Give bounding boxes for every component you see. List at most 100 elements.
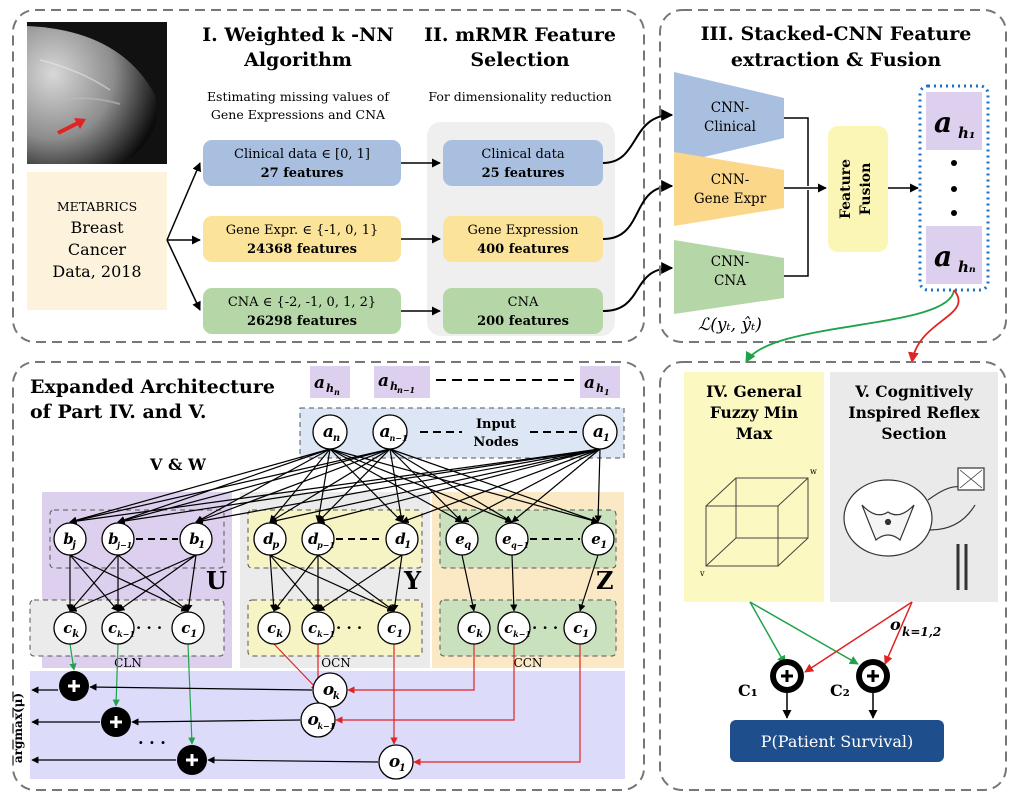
loss-label: ℒ(yₜ, ŷₜ) (698, 315, 762, 335)
cnn-gene-line2: Gene Expr (694, 191, 767, 207)
svg-text:1: 1 (582, 629, 589, 640)
selected-box-clinical-line2: 25 features (482, 166, 565, 181)
svg-text:q−1: q−1 (511, 540, 529, 550)
top-input-h1-subsub: 1 (604, 387, 610, 397)
knn-title-2: Algorithm (243, 49, 352, 71)
patient-survival-box: P(Patient Survival) (730, 720, 944, 762)
svg-text:j: j (70, 540, 76, 551)
cube-w-label: w (810, 467, 817, 476)
expanded-title-1: Expanded Architecture (30, 376, 275, 398)
input-box-gene-line2: 24368 features (247, 242, 357, 257)
dataset-line-4: Data, 2018 (52, 262, 141, 281)
top-input-hn: a h n (310, 366, 350, 398)
argmax-sum-node-2 (177, 745, 207, 775)
top-input-hn-sub: h (326, 382, 334, 395)
svg-text:n: n (333, 433, 340, 444)
svg-text:e: e (455, 530, 465, 548)
dataset-line-3: Cancer (68, 240, 127, 259)
svg-text:d: d (395, 530, 406, 548)
svg-text:1: 1 (396, 629, 403, 640)
dataset-line-1: METABRICS (57, 199, 137, 214)
panel-border (659, 9, 1007, 343)
svg-text:a: a (593, 422, 604, 442)
spinal-cord-icon (843, 467, 985, 590)
cnn-cna-line2: CNA (714, 273, 746, 289)
svg-text:c: c (387, 619, 396, 637)
knn-desc-1: Estimating missing values of (207, 89, 390, 104)
cnn-gene: CNN- Gene Expr (674, 152, 784, 226)
hidden-node-1-0: dp (253, 522, 287, 556)
ok-label: o (890, 615, 901, 634)
svg-text:1: 1 (190, 629, 197, 640)
fmm-title-1: IV. General (706, 382, 802, 401)
svg-text:1: 1 (399, 763, 406, 774)
svg-text:k: k (476, 629, 483, 640)
hidden-node-1-1: dp−1 (301, 522, 335, 556)
panel-cnn: III. Stacked-CNN Feature extraction & Fu… (659, 9, 1007, 343)
cnn-clinical: CNN- Clinical (674, 72, 784, 164)
selected-box-gene-line1: Gene Expression (467, 223, 579, 238)
input-node-0: an (312, 414, 348, 450)
svg-text:o: o (323, 680, 334, 700)
svg-text:c: c (573, 619, 582, 637)
input-box-cna-line2: 26298 features (247, 314, 357, 329)
selected-box-cna: CNA 200 features (443, 288, 603, 334)
svg-text:· · ·: · · · (136, 619, 162, 637)
argmax-label: argmax(μ) (11, 693, 25, 763)
group-y-net: OCN (321, 656, 351, 670)
sum-dots: · · · (138, 733, 166, 752)
mrmr-title-1: II. mRMR Feature (424, 24, 616, 46)
svg-text:k−1: k−1 (513, 629, 531, 639)
input-node-1: an−1 (372, 414, 408, 450)
svg-text:k: k (72, 629, 79, 640)
svg-text:e: e (591, 530, 601, 548)
cnn-title-1: III. Stacked-CNN Feature (701, 23, 972, 45)
panel-output: IV. General Fuzzy Min Max w v V. Cogniti… (659, 361, 1007, 791)
top-input-hn-1-base: a (378, 371, 389, 391)
argmax-sum-node-1 (101, 707, 131, 737)
svg-text:p−1: p−1 (317, 540, 335, 550)
svg-text:d: d (308, 530, 319, 548)
vw-label: V & W (149, 455, 207, 474)
svg-text:k−1: k−1 (117, 629, 135, 639)
svg-text:k: k (276, 629, 283, 640)
patient-survival-label: P(Patient Survival) (761, 732, 913, 751)
svg-text:n−1: n−1 (389, 433, 407, 443)
input-box-gene: Gene Expr. ∈ {-1, 0, 1} 24368 features (203, 216, 401, 262)
mammogram-image (27, 22, 167, 164)
hidden-node-0-0: bj (53, 522, 87, 556)
input-box-clinical: Clinical data ∈ [0, 1] 27 features (203, 140, 401, 186)
svg-text:c: c (308, 619, 317, 637)
panel-expanded-architecture: Expanded Architecture of Part IV. and V.… (11, 361, 645, 791)
mrmr-title-2: Selection (470, 49, 569, 71)
cnn-title-2: extraction & Fusion (731, 49, 942, 71)
sum-node-c1 (770, 659, 804, 693)
group-z-net: CCN (514, 656, 543, 670)
top-input-h1-base: a (584, 373, 595, 393)
o-node-0: ok (312, 672, 348, 708)
dataset-line-2: Breast (70, 218, 124, 237)
cnn-gene-line1: CNN- (711, 172, 750, 188)
argmax-sum-node-0 (59, 671, 89, 701)
svg-text:p: p (272, 540, 279, 551)
svg-text:a: a (323, 422, 334, 442)
group-z-label: Z (596, 566, 614, 595)
top-input-hn-base: a (314, 373, 325, 393)
svg-text:k: k (333, 691, 340, 702)
knn-title-1: I. Weighted k -NN (202, 24, 393, 46)
hyperbox-cube-icon (705, 477, 809, 567)
svg-text:b: b (63, 530, 74, 548)
feature-fusion-box: Feature Fusion (828, 126, 888, 252)
svg-text:c: c (504, 619, 513, 637)
svg-text:b: b (108, 530, 119, 548)
